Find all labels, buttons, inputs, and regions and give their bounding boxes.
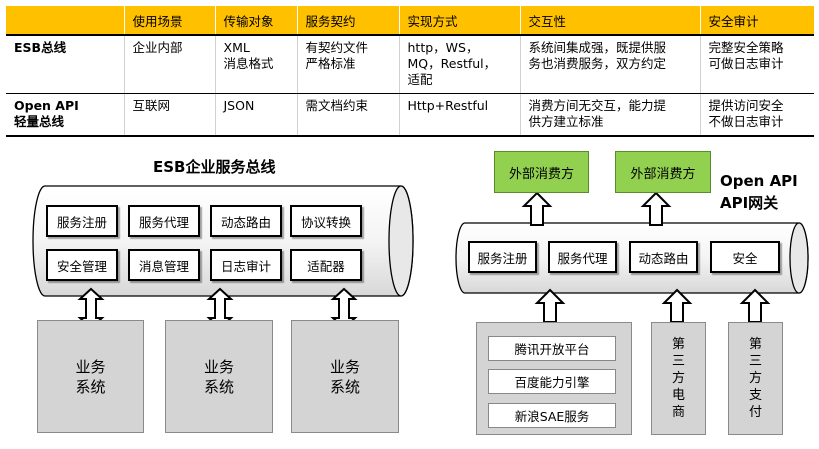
table-cell: JSON: [215, 93, 298, 137]
business-system: 业务 系统: [165, 320, 273, 433]
table-cell: 消费方间无交互，能力提 供方建立标准: [520, 93, 701, 137]
esb-module-message: 消息管理: [128, 249, 200, 281]
esb-module-dynamic-routing: 动态路由: [210, 205, 282, 237]
third-party-ecommerce: 第三方电商: [651, 322, 706, 435]
table-header-impl: 实现方式: [399, 6, 521, 35]
table-cell: 系统间集成强，既提供服 务也消费服务，双方约定: [520, 34, 701, 94]
table-cell: 需文档约束: [297, 93, 400, 137]
up-arrow: [640, 191, 672, 226]
table-header-interaction: 交互性: [520, 6, 701, 35]
up-arrow: [739, 288, 771, 323]
esb-module-security: 安全管理: [46, 249, 118, 281]
esb-module-service-proxy: 服务代理: [128, 205, 200, 237]
openapi-title: Open API API网关: [720, 172, 798, 212]
external-consumer: 外部消费方: [494, 151, 589, 193]
table-cell: http，WS， MQ，Restful， 适配: [399, 34, 521, 94]
table-row: Open API 轻量总线 互联网 JSON 需文档约束 Http+Restfu…: [6, 93, 814, 137]
table-header-contract: 服务契约: [297, 6, 400, 35]
table-header-security: 安全审计: [700, 6, 814, 35]
table-cell: 完整安全策略 可做日志审计: [700, 34, 814, 94]
platform-tencent: 腾讯开放平台: [488, 336, 616, 361]
esb-module-adapter: 适配器: [290, 249, 362, 281]
gateway-module-dynamic-routing: 动态路由: [629, 241, 698, 273]
business-system: 业务 系统: [291, 320, 399, 433]
table-header-transport: 传输对象: [215, 6, 298, 35]
up-arrow: [534, 288, 566, 323]
table-header-row: 使用场景 传输对象 服务契约 实现方式 交互性 安全审计: [6, 6, 814, 35]
third-party-payment: 第三方支付: [728, 322, 783, 435]
up-arrow: [521, 191, 553, 226]
table-cell: 提供访问安全 不做日志审计: [700, 93, 814, 137]
table-cell: 互联网: [124, 93, 216, 137]
table-row: ESB总线 企业内部 XML 消息格式 有契约文件 严格标准 http，WS， …: [6, 34, 814, 94]
gateway-module-service-proxy: 服务代理: [548, 241, 617, 273]
table-header-corner: [6, 6, 125, 35]
up-arrow: [661, 288, 693, 323]
gateway-module-service-registry: 服务注册: [468, 241, 537, 273]
platform-baidu: 百度能力引擎: [488, 369, 616, 394]
table-cell: 企业内部: [124, 34, 216, 94]
business-system: 业务 系统: [37, 320, 144, 433]
table-header-scenario: 使用场景: [124, 6, 216, 35]
esb-module-service-registry: 服务注册: [46, 205, 118, 237]
table-cell: 有契约文件 严格标准: [297, 34, 400, 94]
table-cell: Http+Restful: [399, 93, 521, 137]
esb-title: ESB企业服务总线: [153, 158, 276, 176]
table-cell: ESB总线: [6, 34, 125, 94]
external-consumer: 外部消费方: [615, 151, 711, 193]
table-cell: Open API 轻量总线: [6, 93, 125, 137]
comparison-table: 使用场景 传输对象 服务契约 实现方式 交互性 安全审计 ESB总线 企业内部 …: [6, 6, 814, 137]
table-cell: XML 消息格式: [215, 34, 298, 94]
platform-sina-sae: 新浪SAE服务: [488, 403, 616, 428]
gateway-module-security: 安全: [710, 241, 780, 273]
esb-module-protocol-conversion: 协议转换: [290, 205, 362, 237]
esb-module-log-audit: 日志审计: [210, 249, 282, 281]
